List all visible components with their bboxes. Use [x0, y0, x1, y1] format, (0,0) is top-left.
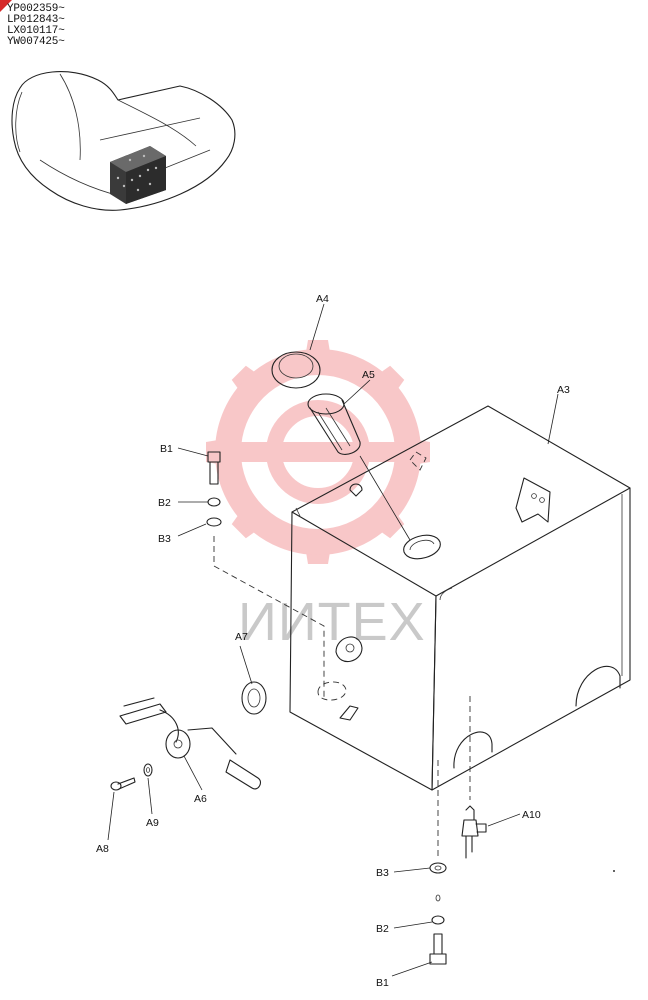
watermark-text: ИИТЕХ: [238, 592, 426, 652]
serial-range: YW007425~: [7, 36, 65, 48]
callout-b1-bottom: B1: [376, 977, 389, 989]
callout-a4: A4: [316, 293, 329, 305]
callout-a8: A8: [96, 843, 109, 855]
callout-b3-top: B3: [158, 533, 171, 545]
filler-cap: [271, 351, 321, 389]
callout-a5: A5: [362, 369, 375, 381]
callout-b2-bottom: B2: [376, 923, 389, 935]
bottom-fastener-stack: [429, 862, 447, 965]
speck-mark: [613, 870, 615, 872]
callout-a3: A3: [557, 384, 570, 396]
callout-a9: A9: [146, 817, 159, 829]
callout-b3-bottom: B3: [376, 867, 389, 879]
callout-a6: A6: [194, 793, 207, 805]
machine-thumbnail: [11, 71, 236, 211]
hydraulic-tank: [289, 405, 631, 791]
callout-a7: A7: [235, 631, 248, 643]
highlighted-tank-block-icon: [110, 146, 166, 204]
serial-number-list: YP002359~ LP012843~ LX010117~ YW007425~: [7, 4, 65, 48]
top-fastener-leader: [213, 536, 325, 700]
serial-range: LX010117~: [7, 25, 65, 37]
bolt-a8: [110, 777, 136, 791]
level-sender: [119, 697, 261, 790]
washer-a9: [143, 763, 153, 777]
callout-b1-top: B1: [160, 443, 173, 455]
serial-range: LP012843~: [7, 14, 65, 26]
callout-b2-top: B2: [158, 497, 171, 509]
corner-badge-icon: [0, 0, 12, 12]
watermark-gear-icon: [206, 340, 430, 564]
gasket: [241, 681, 267, 715]
serial-range: YP002359~: [7, 3, 65, 15]
strainer: [307, 393, 411, 541]
drain-valve: [461, 805, 487, 859]
callout-a10: A10: [522, 809, 541, 821]
